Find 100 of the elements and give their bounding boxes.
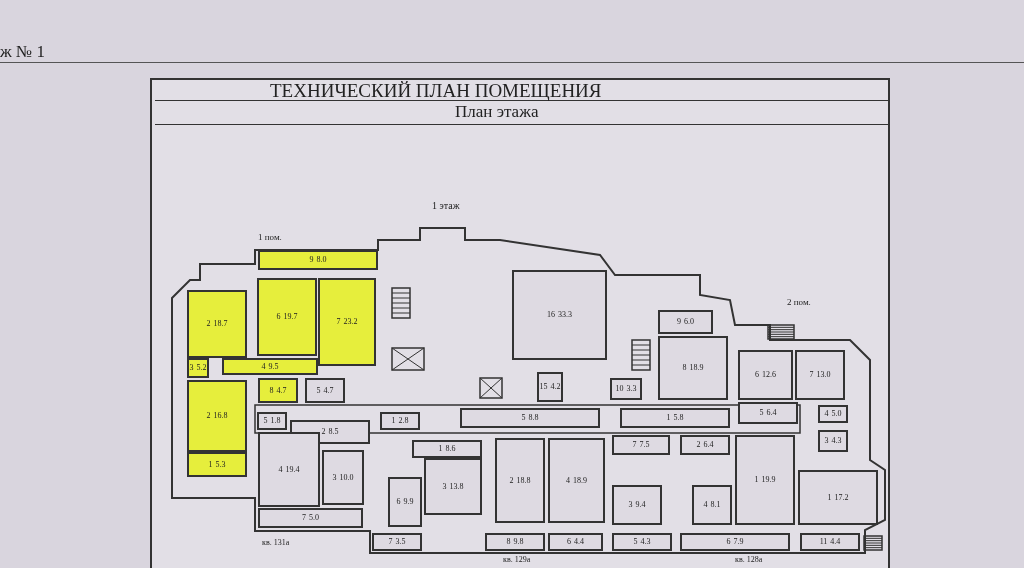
room [187, 452, 247, 477]
room-area: 18.7 [213, 320, 228, 328]
room [258, 508, 363, 528]
room-area: 8.6 [445, 445, 456, 453]
room-area: 4.7 [323, 386, 334, 395]
room-area: 8.1 [710, 501, 721, 509]
room-area: 9.4 [635, 501, 646, 509]
room [610, 378, 642, 400]
room-area: 7.9 [733, 538, 744, 546]
room-number: 2 [206, 320, 211, 328]
room-area: 13.8 [449, 482, 464, 491]
room-area: 3.5 [395, 538, 406, 546]
room-area: 18.9 [689, 364, 704, 372]
room-number: 6 [755, 371, 759, 379]
room-number: 7 [388, 538, 393, 546]
room-area: 23.2 [343, 318, 358, 326]
room-area: 4.4 [830, 538, 841, 546]
apartment-label: кв. 131а [262, 538, 290, 547]
room-area: 8.8 [528, 414, 539, 422]
sheet-number: ж № 1 [0, 42, 45, 62]
room [187, 290, 247, 358]
room-number: 7 [336, 318, 341, 326]
room-area: 5.3 [215, 460, 226, 469]
room-number: 7 [809, 371, 814, 379]
room-number: 5 [263, 417, 268, 425]
room-number: 8 [269, 386, 274, 395]
room [222, 358, 318, 375]
room [735, 435, 795, 525]
room-number: 1 [391, 417, 396, 425]
room-area: 12.6 [762, 371, 776, 379]
room-number: 8 [682, 364, 687, 372]
room-number: 1 [827, 493, 832, 502]
room-area: 3.3 [626, 385, 637, 393]
room [187, 358, 209, 378]
room-number: 7 [632, 441, 637, 449]
room-area: 8.5 [328, 428, 339, 436]
room-number: 8 [506, 538, 511, 546]
room-number: 5 [316, 386, 321, 395]
room-number: 4 [566, 476, 570, 485]
room [658, 336, 728, 400]
room-area: 4.3 [640, 538, 651, 546]
room-number: 5 [633, 538, 638, 546]
room [257, 412, 287, 430]
room-area: 33.3 [558, 311, 572, 319]
room [612, 533, 672, 551]
room-number: 9 [309, 256, 314, 264]
room-number: 4 [824, 410, 829, 418]
room-number: 3 [189, 364, 194, 372]
floor-label: 1 этаж [432, 200, 460, 211]
room-number: 5 [759, 409, 764, 417]
room-area: 9.8 [513, 538, 524, 546]
room-number: 2 [206, 412, 211, 420]
room [258, 378, 298, 403]
plan-subtitle: План этажа [455, 102, 539, 122]
room-number: 7 [302, 514, 306, 522]
room-area: 5.2 [196, 364, 207, 372]
room-area: 6.4 [703, 441, 714, 449]
room [258, 250, 378, 270]
room-area: 4.7 [276, 386, 287, 395]
room [658, 310, 713, 334]
room-area: 4.4 [574, 538, 584, 546]
room-area: 8.0 [316, 256, 327, 264]
room [818, 430, 848, 452]
room-area: 4.2 [550, 383, 561, 391]
room [372, 533, 422, 551]
room-area: 6.4 [766, 409, 777, 417]
room-number: 3 [628, 501, 633, 509]
room-number: 3 [442, 482, 447, 491]
room-area: 9.9 [403, 498, 414, 506]
room-number: 5 [521, 414, 526, 422]
room [460, 408, 600, 428]
room-area: 19.9 [761, 476, 776, 484]
room-area: 10.0 [339, 473, 354, 482]
room-number: 1 [666, 414, 671, 422]
room-area: 13.0 [816, 371, 831, 379]
room [412, 440, 482, 458]
room-number: 9 [677, 318, 681, 326]
room [612, 435, 670, 455]
room [738, 350, 793, 400]
room-area: 5.0 [309, 514, 319, 522]
room [620, 408, 730, 428]
room-number: 6 [567, 538, 571, 546]
room-number: 1 [438, 445, 443, 453]
room [537, 372, 563, 402]
room [257, 278, 317, 356]
room [322, 450, 364, 505]
room-number: 6 [396, 498, 401, 506]
plan-title: ТЕХНИЧЕСКИЙ ПЛАН ПОМЕЩЕНИЯ [270, 80, 602, 102]
room [612, 485, 662, 525]
room-number: 3 [824, 437, 829, 445]
room-number: 4 [261, 362, 266, 371]
room [305, 378, 345, 403]
room-number: 2 [509, 476, 514, 485]
room-number: 4 [703, 501, 708, 509]
room [738, 402, 798, 424]
room-area: 19.7 [283, 313, 298, 321]
room-number: 10 [615, 385, 624, 393]
room [680, 435, 730, 455]
room-number: 6 [726, 538, 731, 546]
room-number: 6 [276, 313, 281, 321]
